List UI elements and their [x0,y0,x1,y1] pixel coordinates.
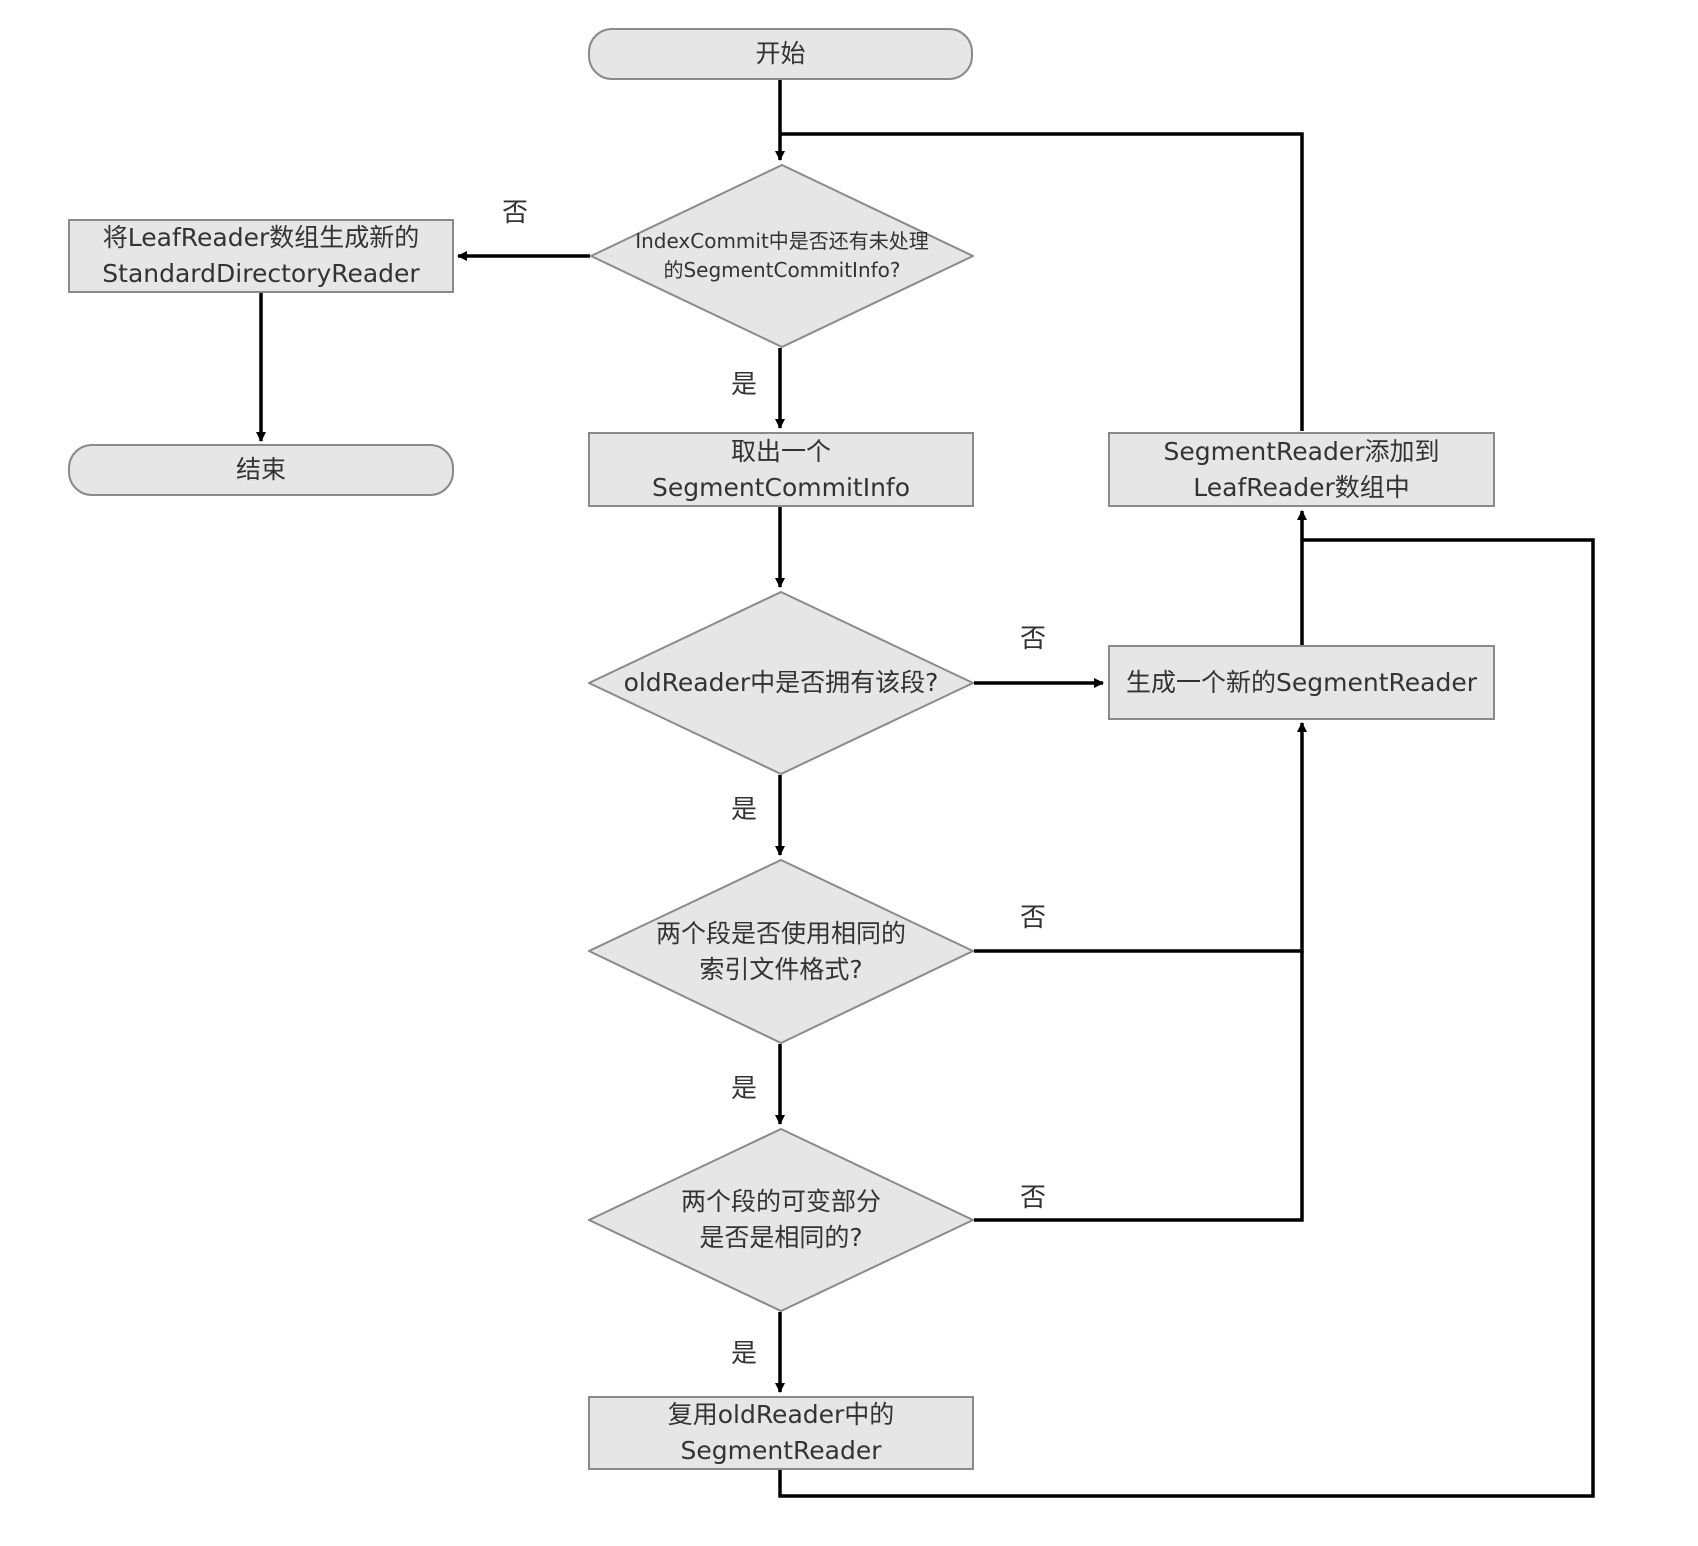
reuse-reader-line-1: 复用oldReader中的 [667,1400,895,1429]
build-reader-line-2: StandardDirectoryReader [102,259,420,288]
decision-more-line-2: 的SegmentCommitInfo? [663,258,901,282]
edge-label-yes: 是 [731,1339,758,1369]
decision-more-commit-info: IndexCommit中是否还有未处理 的SegmentCommitInfo? [590,164,974,348]
add-to-array-line-1: SegmentReader添加到 [1163,436,1440,466]
edge-same-mutable-no-to-new-reader [974,951,1304,1222]
edge-label-no: 否 [1020,903,1047,933]
decision-same-mutable-line-1: 两个段的可变部分 [680,1187,881,1216]
build-reader-line-1: 将LeafReader数组生成新的 [102,223,420,252]
end-label: 结束 [235,455,286,484]
add-to-array-node: SegmentReader添加到 LeafReader数组中 [1108,432,1495,507]
edge-label-no: 否 [1020,624,1047,654]
start-node: 开始 [588,28,973,80]
decision-same-format-line-2: 索引文件格式? [699,954,863,984]
add-to-array-line-2: LeafReader数组中 [1193,472,1410,502]
edge-label-yes: 是 [731,795,758,825]
decision-diamond [590,164,974,348]
decision-same-mutable: 两个段的可变部分 是否是相同的? [588,1128,974,1312]
edge-label-no: 否 [502,198,529,228]
build-reader-node: 将LeafReader数组生成新的 StandardDirectoryReade… [68,219,454,293]
reuse-reader-node: 复用oldReader中的 SegmentReader [588,1396,974,1470]
start-label: 开始 [755,39,806,68]
end-node: 结束 [68,444,454,496]
edge-reuse-to-add-array [778,538,1595,1498]
take-one-line-1: 取出一个 [730,436,831,466]
reuse-reader-line-2: SegmentReader [680,1436,882,1465]
decision-same-format: 两个段是否使用相同的 索引文件格式? [588,859,974,1044]
edge-label-no: 否 [1020,1183,1047,1213]
new-reader-node: 生成一个新的SegmentReader [1108,645,1495,720]
decision-diamond [588,591,974,775]
decision-same-format-line-1: 两个段是否使用相同的 [655,918,906,948]
edge-label-yes: 是 [731,1074,758,1104]
edge-label-yes: 是 [731,370,758,400]
decision-diamond [588,1128,974,1312]
decision-diamond [588,859,974,1044]
decision-same-mutable-line-2: 是否是相同的? [699,1223,863,1252]
decision-has-segment-label: oldReader中是否拥有该段? [623,668,939,697]
decision-has-segment: oldReader中是否拥有该段? [588,591,974,775]
edge-loop-back-to-decision [780,132,1304,431]
take-one-line-2: SegmentCommitInfo [651,472,911,502]
take-one-node: 取出一个 SegmentCommitInfo [588,432,974,507]
new-reader-label: 生成一个新的SegmentReader [1126,667,1477,697]
decision-more-line-1: IndexCommit中是否还有未处理 [635,229,929,253]
